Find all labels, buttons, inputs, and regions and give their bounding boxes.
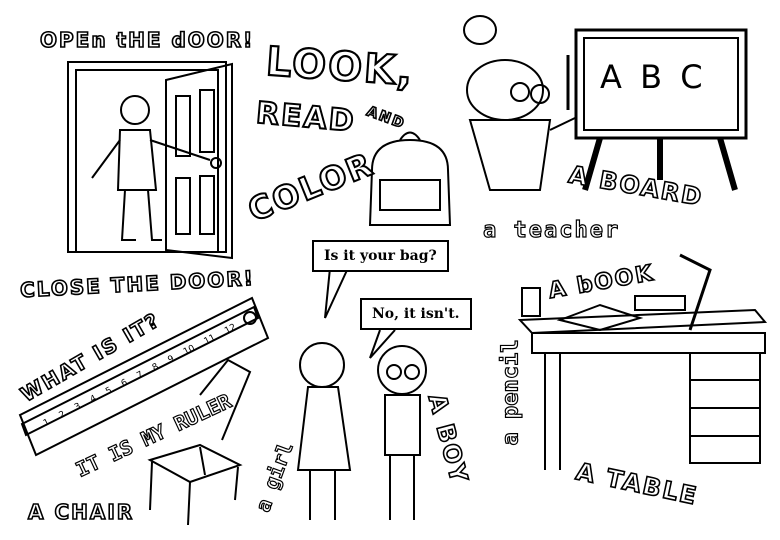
board-illustration [566,28,748,191]
speech-bubble-question: Is it your bag? [312,240,449,272]
chair-illustration [147,358,252,526]
speech-bubble-answer: No, it isn't. [360,298,472,330]
pencil-label: a pencil [498,339,524,446]
boy-illustration [377,345,427,520]
board-letters: A B C [600,58,707,96]
open-door-label: OPEn tHE dOOR! [39,27,255,53]
ruler-illustration [18,296,270,457]
bubble-tail-answer [369,329,396,359]
teacher-label: a teacher [482,217,621,243]
backpack-illustration [368,131,452,226]
boy-at-door [91,95,211,241]
door-illustration [67,61,233,260]
girl-illustration [296,342,352,520]
desk-illustration [517,253,768,470]
teacher-illustration [463,15,576,191]
bubble-tail-question [324,267,349,319]
chair-label: A CHAIR [27,499,135,525]
